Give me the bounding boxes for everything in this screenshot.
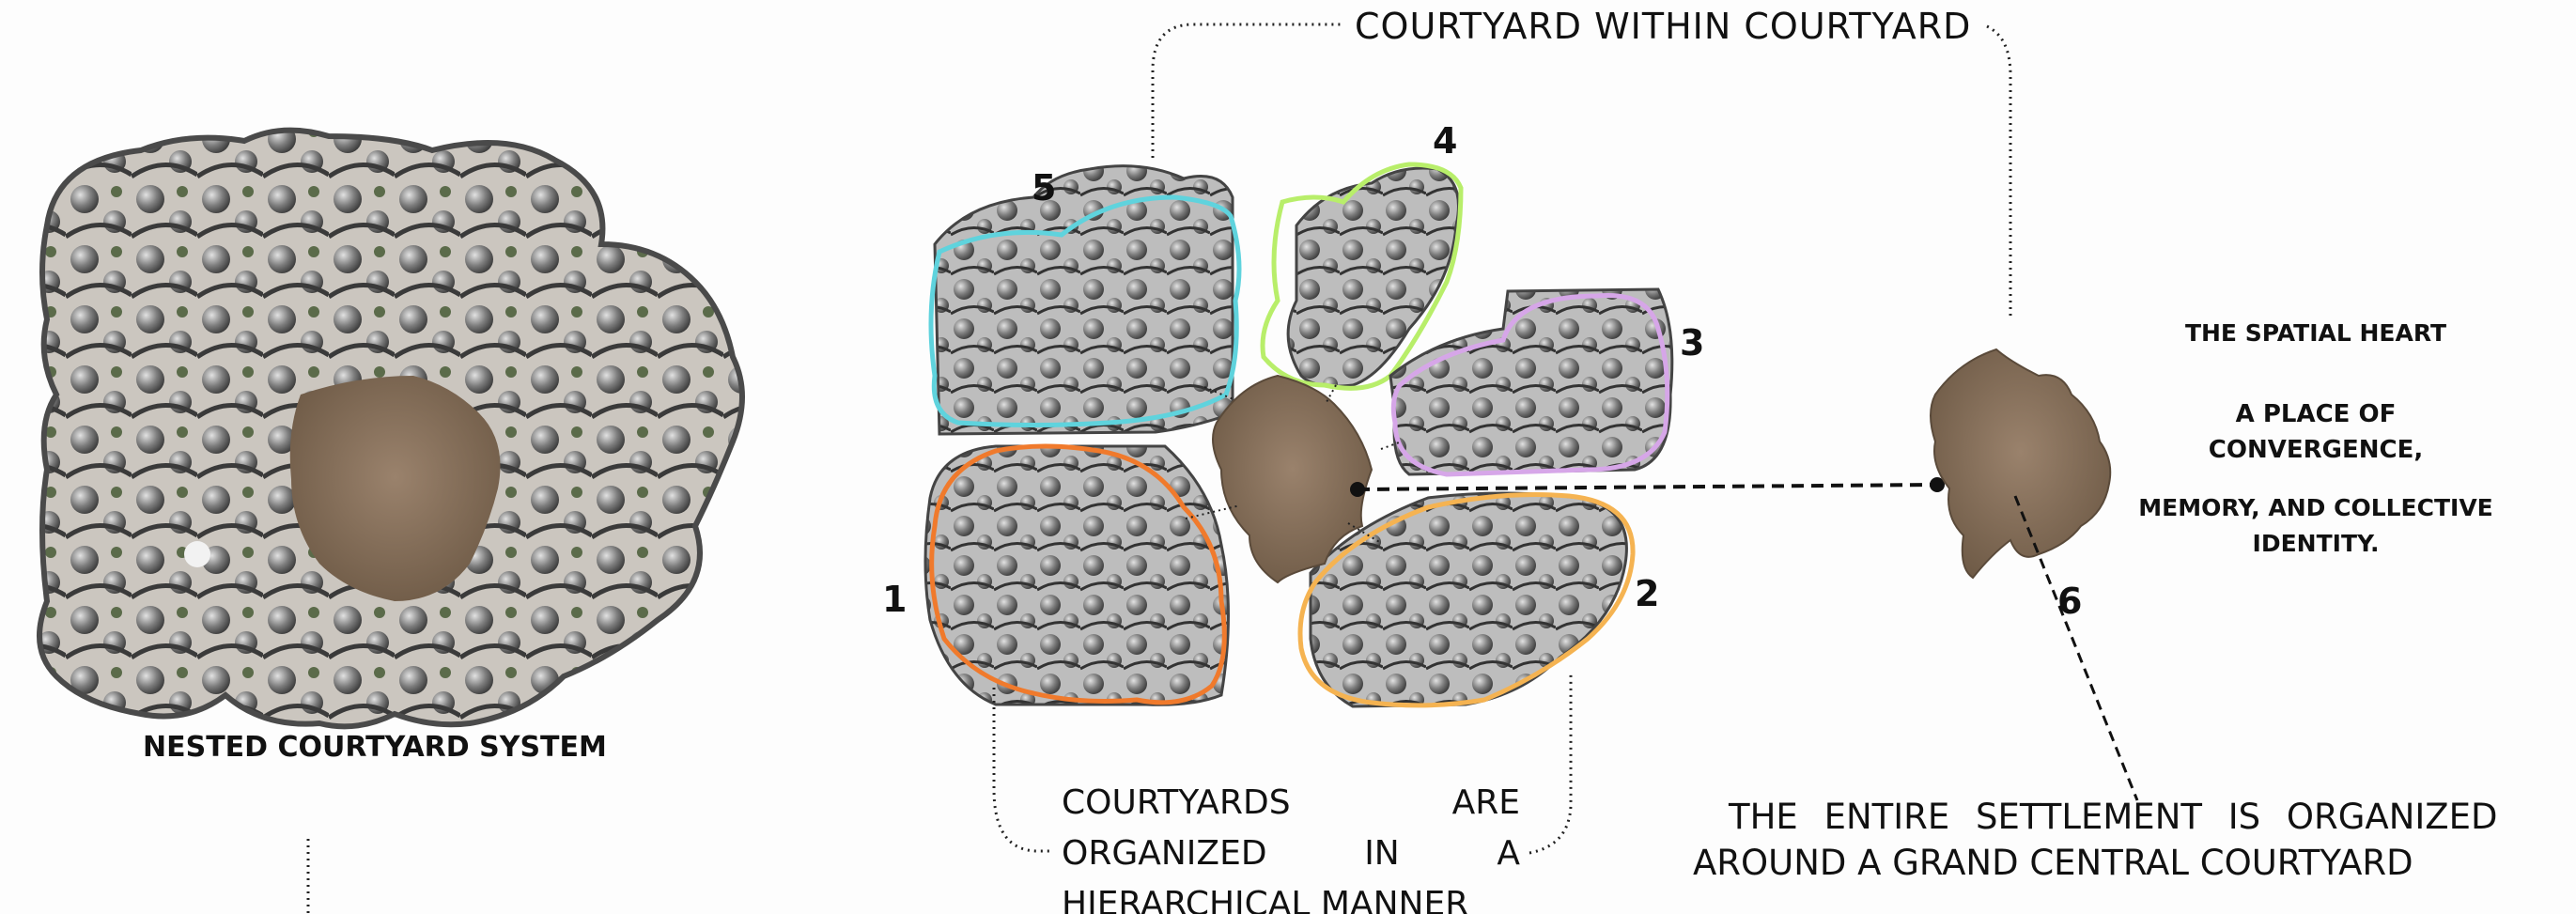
- nested-courtyard-aerial: [39, 131, 742, 727]
- hierarchy-line2-mid: IN: [1364, 834, 1400, 885]
- cluster-number-4: 4: [1433, 120, 1457, 162]
- hierarchy-line3: HIERARCHICAL MANNER: [1062, 885, 1468, 914]
- heart-title: THE SPATIAL HEART: [2104, 316, 2527, 351]
- cluster-number-5: 5: [1032, 167, 1056, 209]
- left-caption: NESTED COURTYARD SYSTEM: [143, 731, 607, 764]
- hierarchy-text: COURTYARDS ARE ORGANIZED IN A HIERARCHIC…: [1062, 783, 1520, 914]
- isolated-courtyard-shape: [1931, 349, 2110, 578]
- settlement-text: THE ENTIRE SETTLEMENT IS ORGANIZED AROUN…: [1693, 797, 2576, 909]
- settlement-line2: AROUND A GRAND CENTRAL COURTYARD: [1693, 843, 2576, 883]
- bottom-bracket: [994, 688, 1052, 851]
- top-bracket-left: [1153, 24, 1343, 158]
- cluster-5-aerial: [931, 166, 1239, 434]
- heart-line2: CONVERGENCE,: [2104, 432, 2527, 468]
- cluster-1-aerial: [925, 446, 1229, 705]
- hierarchy-line2-left: ORGANIZED: [1062, 834, 1267, 885]
- heart-line3: MEMORY, AND COLLECTIVE: [2104, 490, 2527, 526]
- settlement-line1: THE ENTIRE SETTLEMENT IS ORGANIZED: [1693, 797, 2576, 837]
- cluster-number-2: 2: [1635, 573, 1659, 614]
- hierarchy-line1-right: ARE: [1452, 783, 1520, 834]
- top-label: COURTYARD WITHIN COURTYARD: [1355, 6, 1971, 47]
- heart-line4: IDENTITY.: [2104, 526, 2527, 562]
- heart-connector-line: [1358, 485, 1937, 489]
- top-bracket-right: [1987, 26, 2010, 319]
- cluster-number-6: 6: [2057, 581, 2082, 622]
- connector-dot-start: [1350, 482, 1365, 497]
- cluster-3-aerial: [1390, 289, 1672, 474]
- bottom-bracket-right: [1529, 672, 1571, 853]
- hierarchy-line2-right: A: [1497, 834, 1520, 885]
- heart-line1: A PLACE OF: [2104, 396, 2527, 432]
- cluster-number-1: 1: [882, 579, 907, 620]
- spatial-heart-block: THE SPATIAL HEART A PLACE OF CONVERGENCE…: [2104, 316, 2527, 562]
- hierarchy-line1-left: COURTYARDS: [1062, 783, 1291, 834]
- cluster-number-3: 3: [1680, 322, 1704, 364]
